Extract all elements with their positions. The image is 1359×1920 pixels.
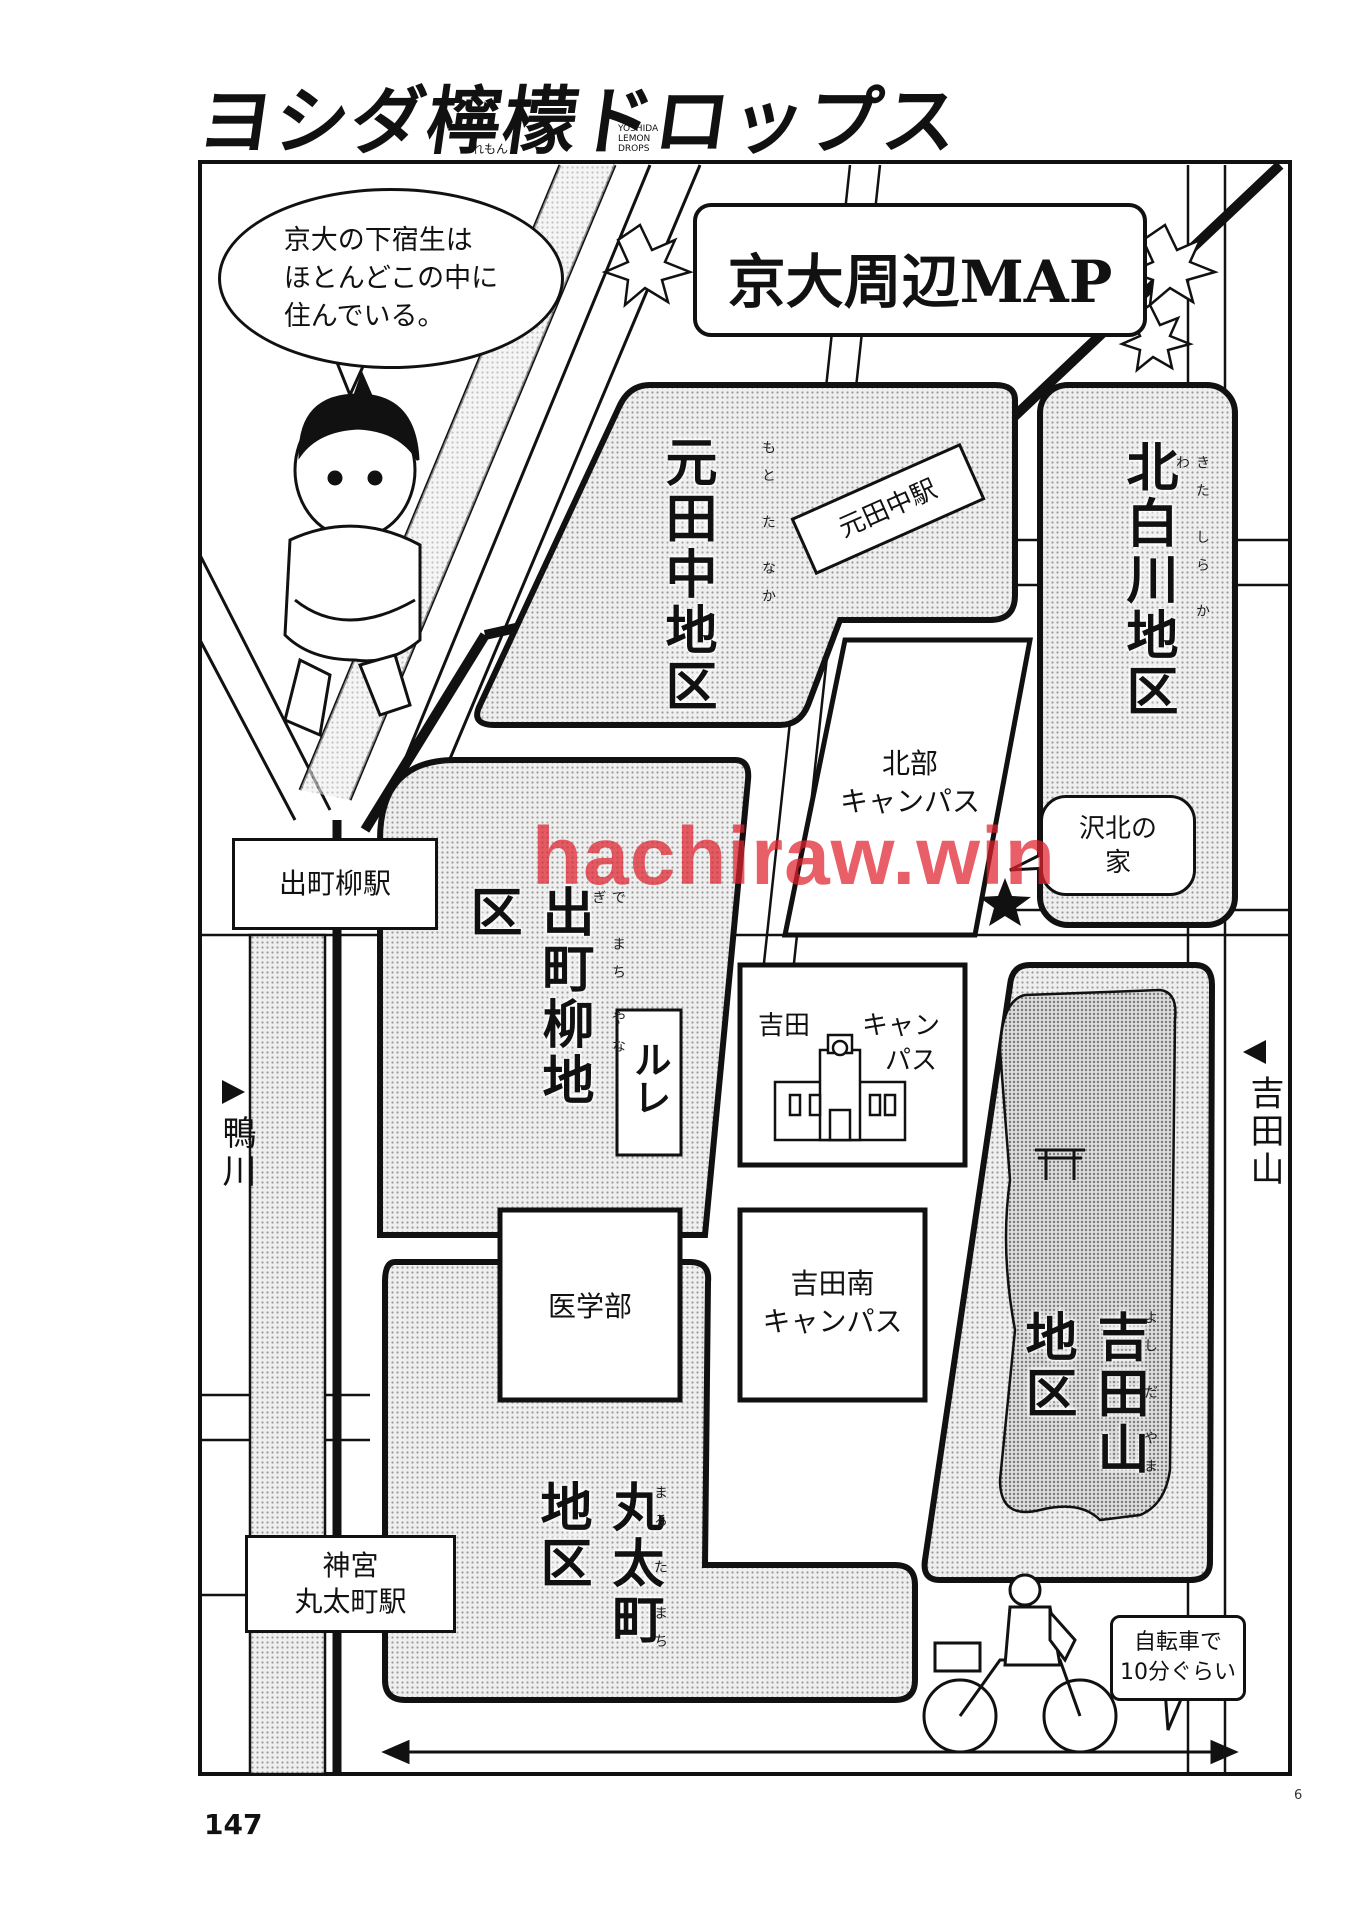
star-marker [979, 878, 1031, 926]
bicycle-note-line-1: 自転車で [1133, 1630, 1222, 1655]
campus-north-line-1: 北部 [881, 747, 938, 780]
page-number: 147 [204, 1808, 263, 1841]
district-motota: 元田中地区 [656, 435, 717, 715]
bicycle-note-line-2: 10分ぐらい [1120, 1660, 1236, 1685]
district-kitashirakawa: 北白川地区 [1117, 440, 1178, 720]
sawakita-line-1: 沢北の [1078, 813, 1157, 844]
district-motota-furigana: もと た なか [760, 440, 776, 617]
campus-yoshida-south-line-2: キャンパス [762, 1305, 903, 1338]
district-area-kitashirakawa [1037, 382, 1238, 928]
district-yoshidayama: 吉田山地区 [1016, 1310, 1149, 1478]
district-kitashirakawa-furigana: きた しら かわ [1174, 455, 1210, 632]
district-yoshidayama-furigana: よし だ やま [1142, 1310, 1158, 1487]
yoshida-mountain [998, 988, 1177, 1522]
distance-arrow [381, 1739, 1239, 1765]
district-area-motota [474, 382, 1018, 728]
map-title-box [693, 203, 1147, 337]
title-furigana: れもん [472, 142, 509, 156]
rule-label: ルレ [627, 1040, 671, 1116]
district-demachi: 出町柳地区 [461, 885, 594, 1109]
series-title: ヨシダ檸檬ドロップス [193, 79, 966, 165]
district-demachi-furigana: で まち やなぎ [590, 890, 626, 1067]
torii-icon [1035, 1148, 1085, 1180]
sawakita-line-2: 家 [1104, 847, 1131, 878]
kamogawa-arrow [222, 1080, 245, 1104]
yoshidayama-direction-label: 吉田山 [1244, 1075, 1284, 1189]
kamogawa-river [248, 933, 327, 1776]
clock-tower-icon [773, 1033, 907, 1142]
campus-medical [497, 1207, 683, 1403]
side-mark: 6 [1294, 1788, 1303, 1803]
bicycle-note: 自転車で 10分ぐらい [1110, 1615, 1246, 1701]
district-marutamachi-furigana: まる た まち [652, 1485, 668, 1662]
campus-north [781, 637, 1034, 938]
speech-line-1: 京大の下宿生は [283, 224, 473, 256]
yoshidayama-arrow [1243, 1040, 1266, 1064]
kamogawa-label: 鴨川 [216, 1115, 256, 1191]
map-title: 京大周辺MAP [727, 248, 1113, 316]
station-jingu-line-1: 神宮 [322, 1549, 379, 1582]
sawakita-bubble: 沢北の 家 [1040, 795, 1196, 896]
maple-leaf-icons [601, 223, 1219, 374]
character-illustration [283, 370, 422, 738]
campus-yoshida-south [737, 1207, 928, 1403]
campus-yoshida-label-1: 吉田 [758, 1011, 811, 1041]
cyclist-illustration [922, 1573, 1118, 1754]
campus-yoshida-label-3: パス [885, 1046, 938, 1076]
campus-north-label: 北部 キャンパス [820, 745, 1000, 821]
speech-bubble: 京大の下宿生は ほとんどこの中に 住んでいる。 [218, 188, 564, 369]
watermark: hachiraw.win [532, 811, 1056, 902]
rule-box [615, 1008, 683, 1157]
title-subtext: YOSHIDA LEMON DROPS [618, 124, 659, 154]
speech-line-2: ほとんどこの中に [283, 262, 499, 294]
station-demachi: 出町柳駅 [232, 838, 438, 930]
station-jingu-line-2: 丸太町駅 [294, 1585, 407, 1618]
campus-yoshida-south-line-1: 吉田南 [790, 1267, 875, 1300]
district-marutamachi: 丸太町地区 [531, 1480, 664, 1648]
speech-line-3: 住んでいる。 [283, 300, 445, 332]
campus-yoshida-south-label: 吉田南 キャンパス [745, 1265, 920, 1341]
campus-yoshida-label-2: キャン [862, 1011, 941, 1041]
station-jingu: 神宮 丸太町駅 [245, 1535, 456, 1633]
campus-north-line-2: キャンパス [839, 785, 980, 818]
campus-medical-label: 医学部 [547, 1290, 632, 1323]
